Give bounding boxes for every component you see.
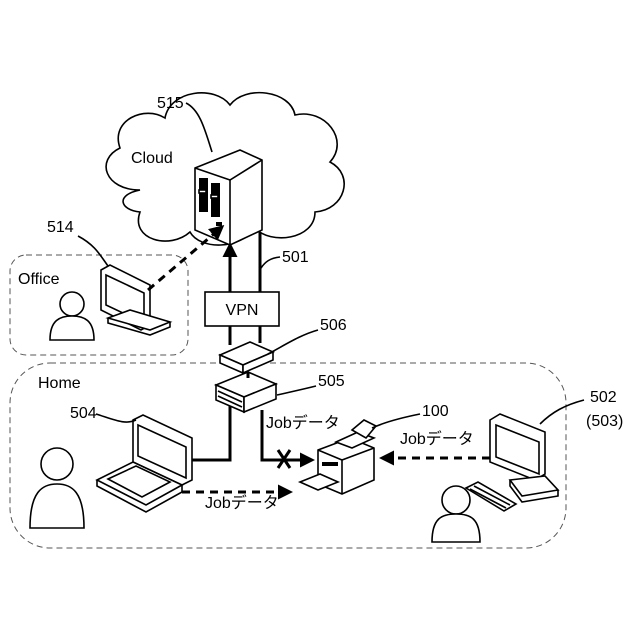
office-label: Office	[18, 271, 60, 288]
line-leader	[261, 257, 280, 268]
job-data-laptop-label: Jobデータ	[205, 493, 279, 512]
home-pc-alt-ref: (503)	[586, 413, 623, 430]
home-pc-leader	[540, 400, 584, 424]
server-leader	[186, 103, 212, 152]
device-top-ref: 506	[320, 317, 347, 334]
office-person-icon	[50, 292, 94, 340]
laptop-icon	[97, 415, 192, 512]
device-bottom-ref: 505	[318, 373, 345, 390]
router-icon-506	[220, 342, 273, 373]
job-data-monitor-label: Jobデータ	[400, 429, 474, 448]
server-icon	[195, 150, 262, 245]
laptop-ref: 504	[70, 405, 97, 422]
job-data-router-label: Jobデータ	[266, 413, 340, 432]
office-monitor-icon	[101, 265, 170, 335]
line-ref: 501	[282, 249, 309, 266]
cloud-label: Cloud	[131, 150, 173, 167]
device-bottom-leader	[277, 386, 316, 395]
home-person-right-icon	[432, 486, 480, 542]
home-person-left-icon	[30, 448, 84, 528]
office-pc-ref: 514	[47, 219, 74, 236]
vpn-label: VPN	[226, 302, 259, 319]
keyboard-icon	[466, 482, 516, 511]
office-region	[10, 255, 188, 355]
home-label: Home	[38, 375, 81, 392]
router-to-laptop-line	[190, 406, 230, 460]
server-ref: 515	[157, 95, 184, 112]
home-monitor-icon	[490, 414, 558, 502]
office-pc-leader	[78, 236, 108, 266]
router-icon-505	[216, 372, 276, 412]
device-top-leader	[268, 330, 318, 354]
printer-leader	[372, 414, 420, 428]
printer-ref: 100	[422, 403, 449, 420]
laptop-leader	[96, 414, 136, 422]
home-pc-ref: 502	[590, 389, 617, 406]
